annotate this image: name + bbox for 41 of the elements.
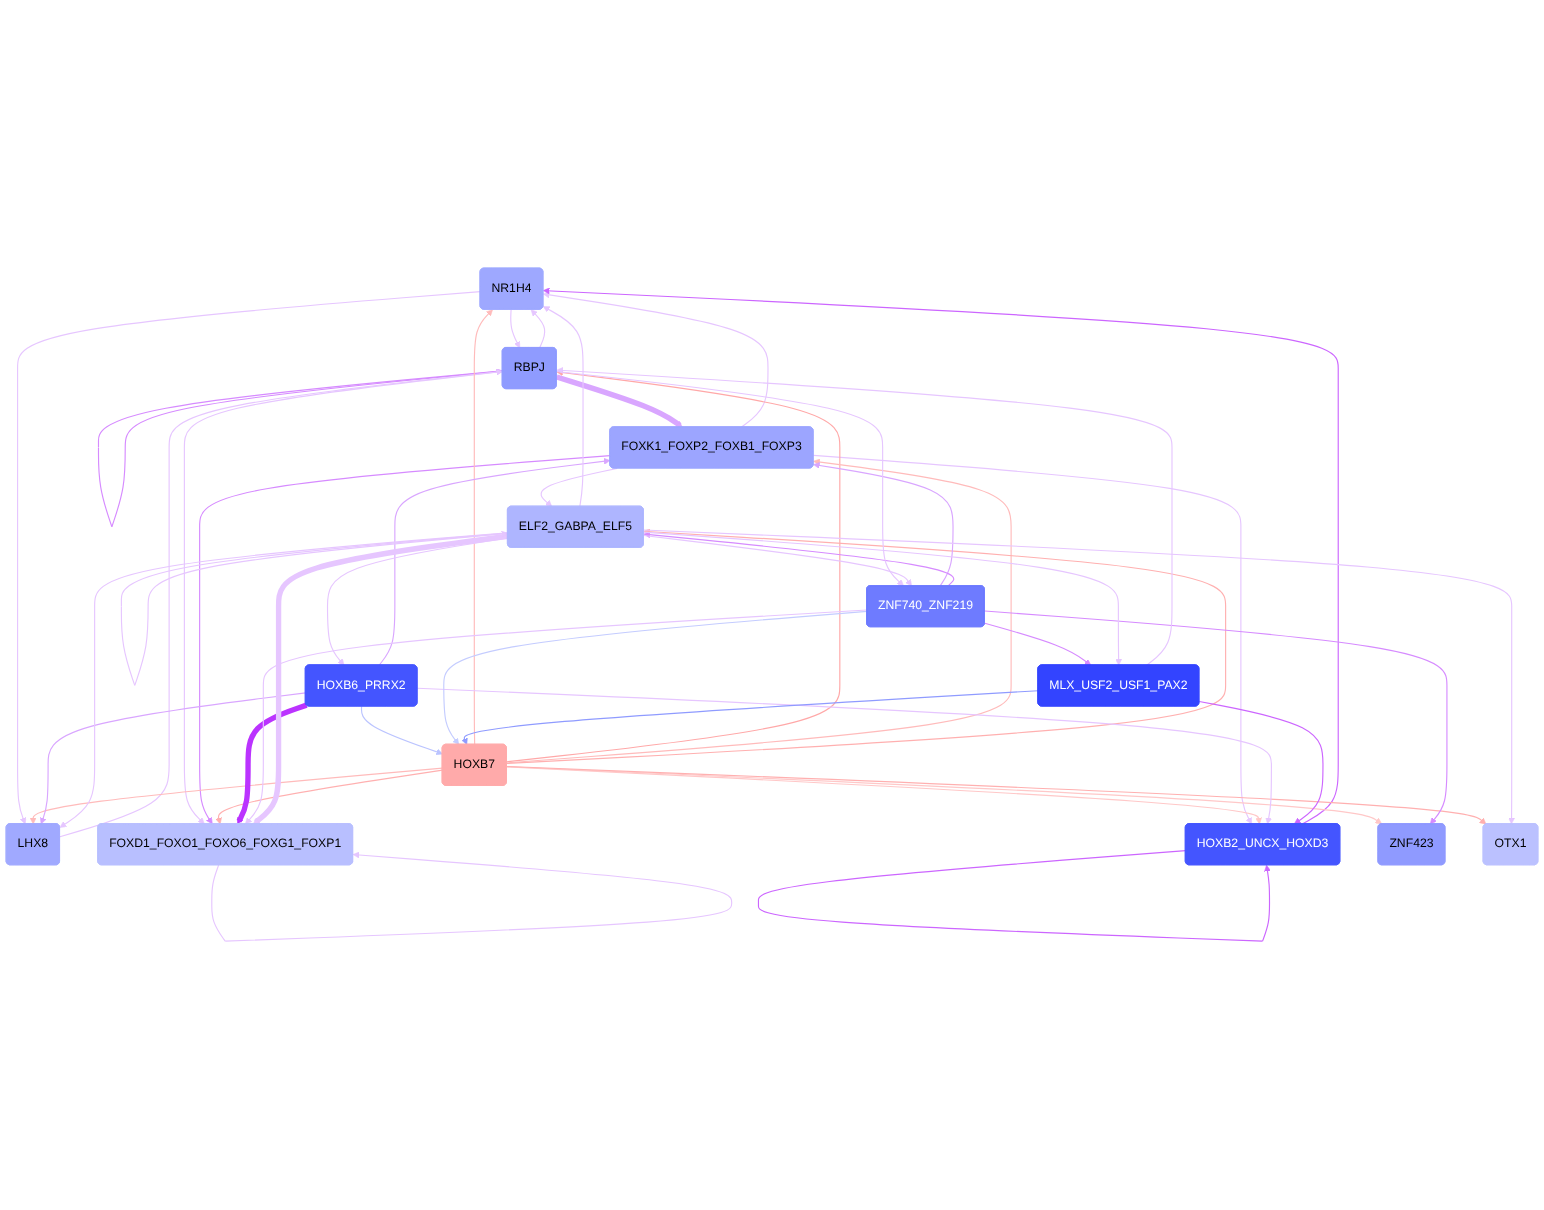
arrow bbox=[984, 623, 1092, 666]
arrow bbox=[530, 309, 546, 349]
arrow bbox=[643, 529, 1515, 825]
arrow bbox=[199, 455, 611, 825]
arrow bbox=[416, 688, 1272, 825]
arrow bbox=[543, 291, 769, 429]
arrow bbox=[506, 459, 1012, 764]
arrow bbox=[643, 531, 1122, 666]
arrow bbox=[40, 692, 307, 825]
arrow bbox=[1198, 701, 1324, 825]
arrow bbox=[245, 609, 868, 825]
arrow bbox=[211, 852, 733, 943]
arrow bbox=[813, 462, 954, 587]
arrow bbox=[510, 309, 520, 349]
arrow bbox=[506, 369, 841, 763]
arrow bbox=[326, 537, 509, 666]
arrow bbox=[473, 309, 493, 746]
arrow bbox=[757, 850, 1271, 943]
arrow bbox=[812, 455, 1252, 825]
arrow bbox=[461, 690, 1039, 746]
arrow bbox=[59, 369, 503, 838]
arrow bbox=[556, 367, 1173, 667]
arrow bbox=[120, 531, 509, 687]
arrow bbox=[236, 702, 308, 825]
arrow bbox=[543, 287, 1339, 825]
arrow bbox=[360, 706, 443, 756]
arrow bbox=[643, 535, 912, 587]
arrow bbox=[215, 769, 444, 825]
arrow bbox=[556, 371, 904, 587]
arrow bbox=[253, 533, 509, 825]
arrow bbox=[378, 458, 611, 667]
arrow bbox=[17, 291, 481, 825]
arrow bbox=[29, 767, 444, 825]
arrow bbox=[443, 611, 868, 746]
arrow bbox=[555, 374, 683, 428]
arrow bbox=[506, 528, 1227, 765]
arrow bbox=[542, 306, 584, 508]
arrow bbox=[59, 532, 509, 829]
arrow bbox=[540, 468, 618, 508]
arrow bbox=[984, 610, 1448, 825]
arrow bbox=[643, 531, 955, 587]
